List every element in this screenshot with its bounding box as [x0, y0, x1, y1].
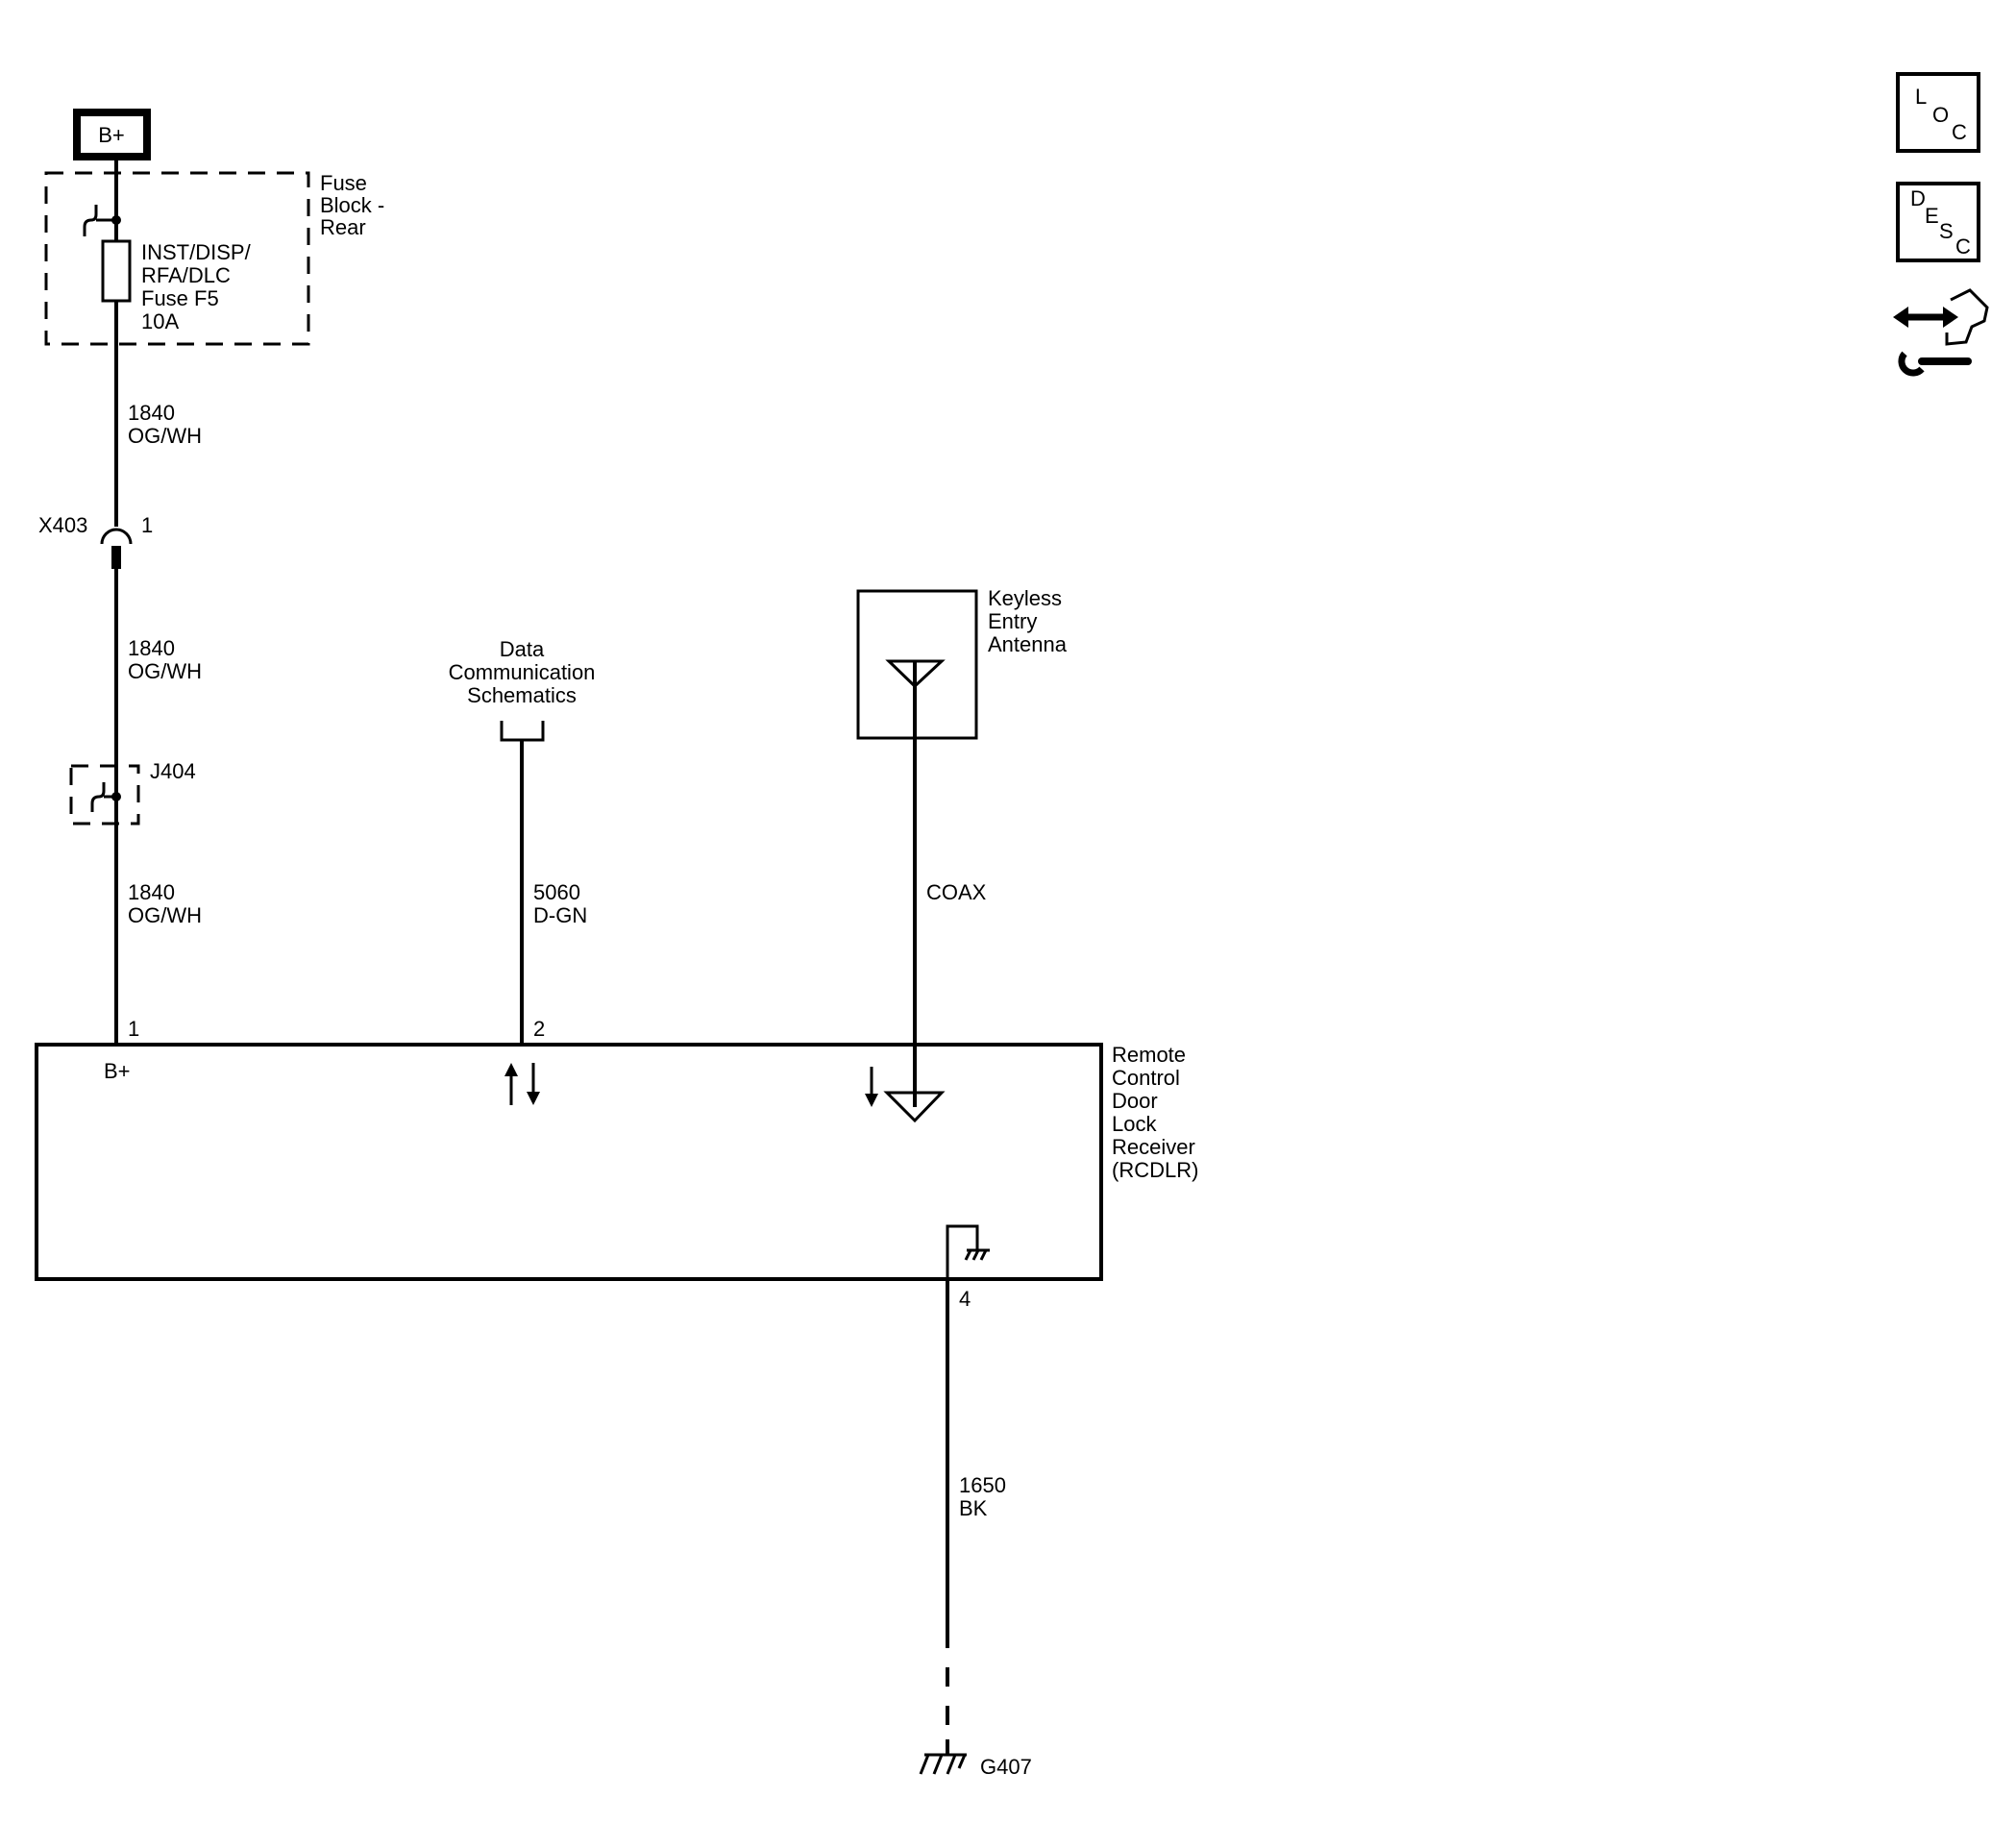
fuse-label-line: INST/DISP/	[141, 240, 252, 264]
wire-1840-label-middle: 1840 OG/WH	[128, 636, 202, 683]
wire-1840-label-lower: 1840 OG/WH	[128, 880, 202, 927]
connector-name: X403	[38, 513, 87, 537]
module-pin-1-label: B+	[104, 1059, 131, 1083]
wire-1650: 1650 BK	[946, 1279, 1006, 1755]
data-comm-reference: Data Communication Schematics 5060 D-GN	[449, 637, 596, 1043]
wire-color-code: D-GN	[533, 903, 587, 927]
keyless-entry-antenna: Keyless Entry Antenna COAX	[856, 586, 1068, 1107]
internal-ground-icon	[946, 1224, 990, 1284]
power-source-label: B+	[98, 123, 125, 147]
bidirectional-arrows-icon	[504, 1063, 540, 1105]
loc-letter: L	[1915, 85, 1927, 109]
wire-circuit-number: 5060	[533, 880, 580, 904]
ground-g407: G407	[919, 1753, 1032, 1779]
module-pin-2: 2	[533, 1017, 545, 1041]
wire-circuit-number: 1840	[128, 880, 175, 904]
splice-j404: J404	[69, 759, 196, 825]
wire-coax-label: COAX	[926, 880, 987, 904]
desc-icon[interactable]: D E S C	[1896, 182, 1980, 262]
fuse-label-line: Fuse F5	[141, 286, 219, 310]
data-comm-line: Data	[500, 637, 545, 661]
module-antenna-icon	[883, 1091, 946, 1123]
wire-color-code: OG/WH	[128, 424, 202, 448]
fuse-label-line: RFA/DLC	[141, 263, 231, 287]
data-comm-line: Communication	[449, 660, 596, 684]
module-name-line: (RCDLR)	[1112, 1158, 1198, 1182]
module-name-line: Lock	[1112, 1112, 1157, 1136]
wire-color-code: OG/WH	[128, 659, 202, 683]
antenna-label-line: Keyless	[988, 586, 1062, 610]
desc-letter: E	[1925, 204, 1939, 228]
splice-name: J404	[150, 759, 196, 783]
antenna-label-line: Entry	[988, 609, 1037, 633]
fuse-f5-icon	[101, 239, 132, 303]
wire-color-code: BK	[959, 1496, 988, 1520]
connector-repair-icon[interactable]	[1893, 288, 1989, 377]
antenna-label-line: Antenna	[988, 632, 1068, 656]
module-name-line: Remote	[1112, 1043, 1186, 1067]
fuse-label-line: 10A	[141, 309, 179, 333]
module-pin-4: 4	[959, 1287, 971, 1311]
fuse-block-name-line: Fuse	[320, 171, 367, 195]
ground-name: G407	[980, 1755, 1032, 1779]
connector-x403: X403 1	[38, 513, 153, 569]
desc-letter: S	[1939, 219, 1954, 243]
data-comm-line: Schematics	[467, 683, 577, 707]
rcdlr-module: Remote Control Door Lock Receiver (RCDLR…	[35, 1017, 1198, 1311]
desc-letter: D	[1910, 186, 1926, 210]
module-name-line: Control	[1112, 1066, 1180, 1090]
module-name-line: Door	[1112, 1089, 1158, 1113]
module-pin-1: 1	[128, 1017, 139, 1041]
loc-letter: O	[1932, 103, 1949, 127]
connector-pin: 1	[141, 513, 153, 537]
desc-letter: C	[1955, 234, 1971, 259]
wire-circuit-number: 1840	[128, 636, 175, 660]
fuse-block-rear: Fuse Block - Rear	[44, 171, 384, 346]
loc-icon[interactable]: L O C	[1896, 72, 1980, 153]
fuse-block-name-line: Block -	[320, 193, 384, 217]
loc-letter: C	[1952, 120, 1967, 144]
power-source-b-plus: B+	[73, 109, 151, 160]
wire-circuit-number: 1840	[128, 401, 175, 425]
wire-circuit-number: 1650	[959, 1473, 1006, 1497]
module-name-line: Receiver	[1112, 1135, 1195, 1159]
wire-1840-label-upper: 1840 OG/WH	[128, 401, 202, 448]
wire-color-code: OG/WH	[128, 903, 202, 927]
fuse-f5-label: INST/DISP/ RFA/DLC Fuse F5 10A	[141, 240, 252, 333]
receive-arrow-icon	[865, 1067, 878, 1107]
fuse-block-name-line: Rear	[320, 215, 366, 239]
